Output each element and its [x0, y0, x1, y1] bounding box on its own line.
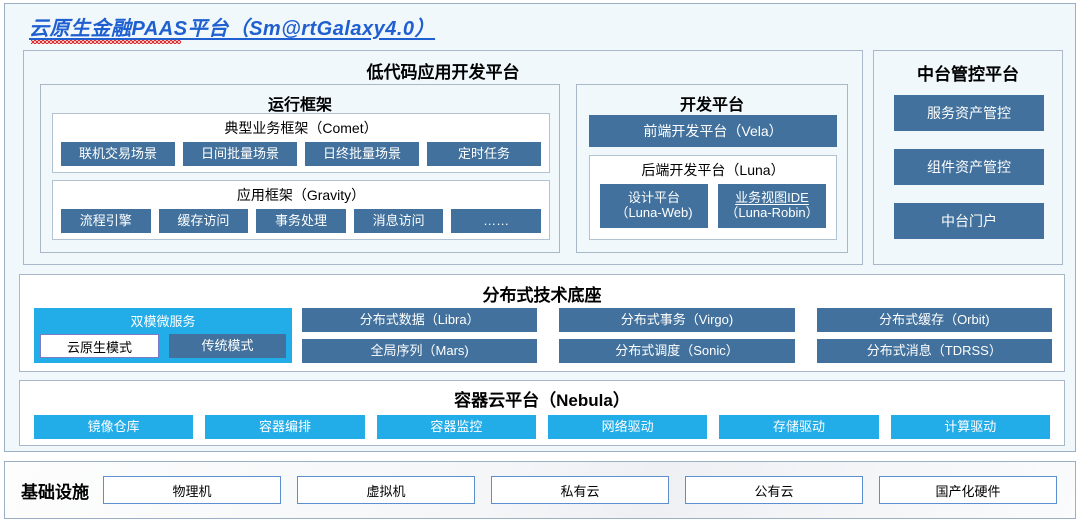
- tech-chip-sonic[interactable]: 分布式调度（Sonic）: [559, 339, 795, 363]
- gravity-chip-row: 流程引擎 缓存访问 事务处理 消息访问 ……: [61, 209, 541, 233]
- runtime-framework-section: 运行框架 典型业务框架（Comet） 联机交易场景 日间批量场景 日终批量场景 …: [40, 84, 560, 253]
- luna-robin-chip[interactable]: 业务视图IDE （Luna-Robin）: [718, 184, 826, 228]
- luna-robin-line1: 业务视图IDE: [735, 190, 809, 206]
- gravity-chip[interactable]: 流程引擎: [61, 209, 151, 233]
- runtime-framework-title: 运行框架: [267, 97, 332, 114]
- tech-chip-orbit[interactable]: 分布式缓存（Orbit): [816, 308, 1052, 332]
- mgmt-chip-component-asset[interactable]: 组件资产管控: [894, 149, 1044, 185]
- backend-platform-title: 后端开发平台（Luna）: [641, 162, 785, 178]
- tech-chip-virgo[interactable]: 分布式事务（Virgo): [559, 308, 795, 332]
- tech-chip-mars[interactable]: 全局序列（Mars): [302, 339, 538, 363]
- container-chip-network-driver[interactable]: 网络驱动: [547, 415, 708, 439]
- container-cloud-title: 容器云平台（Nebula）: [454, 391, 630, 410]
- cloud-native-mode-chip[interactable]: 云原生模式: [40, 334, 159, 358]
- infra-item-private-cloud[interactable]: 私有云: [491, 476, 669, 504]
- infra-item-public-cloud[interactable]: 公有云: [685, 476, 863, 504]
- gravity-chip[interactable]: 消息访问: [353, 209, 444, 233]
- comet-chip-row: 联机交易场景 日间批量场景 日终批量场景 定时任务: [61, 142, 541, 166]
- lowcode-platform-title: 低代码应用开发平台: [366, 63, 520, 82]
- gravity-framework-title: 应用框架（Gravity）: [236, 187, 366, 203]
- luna-web-line2: （Luna-Web): [615, 205, 693, 220]
- comet-framework-title: 典型业务框架（Comet）: [224, 120, 378, 136]
- infra-item-physical-machine[interactable]: 物理机: [103, 476, 281, 504]
- container-chip-row: 镜像仓库 容器编排 容器监控 网络驱动 存储驱动 计算驱动: [34, 415, 1050, 439]
- container-chip-storage-driver[interactable]: 存储驱动: [719, 415, 879, 439]
- infra-item-virtual-machine[interactable]: 虚拟机: [297, 476, 475, 504]
- infra-item-domestic-hardware[interactable]: 国产化硬件: [879, 476, 1057, 504]
- container-chip-compute-driver[interactable]: 计算驱动: [890, 415, 1050, 439]
- frontend-platform-chip[interactable]: 前端开发平台（Vela）: [589, 115, 837, 147]
- luna-robin-line2: （Luna-Robin）: [725, 205, 819, 220]
- container-chip-orchestration[interactable]: 容器编排: [205, 415, 365, 439]
- distributed-tech-grid: 分布式数据（Libra） 分布式事务（Virgo) 分布式缓存（Orbit) 全…: [302, 308, 1052, 363]
- development-platform-title: 开发平台: [679, 97, 744, 114]
- distributed-tech-title: 分布式技术底座: [482, 286, 602, 305]
- comet-chip[interactable]: 日间批量场景: [183, 142, 297, 166]
- comet-chip[interactable]: 日终批量场景: [305, 142, 419, 166]
- dual-mode-microservice-block: 双模微服务 云原生模式 传统模式: [34, 308, 292, 363]
- gravity-chip-more[interactable]: ……: [451, 209, 541, 233]
- container-cloud-section: 容器云平台（Nebula） 镜像仓库 容器编排 容器监控 网络驱动 存储驱动 计…: [19, 380, 1065, 446]
- backend-platform-box: 后端开发平台（Luna） 设计平台 （Luna-Web) 业务视图IDE （Lu…: [589, 155, 837, 240]
- gravity-chip[interactable]: 事务处理: [256, 209, 346, 233]
- backend-chip-row: 设计平台 （Luna-Web) 业务视图IDE （Luna-Robin）: [600, 184, 826, 228]
- mgmt-platform-title: 中台管控平台: [917, 65, 1019, 84]
- tech-chip-libra[interactable]: 分布式数据（Libra）: [302, 308, 538, 332]
- dual-mode-chip-row: 云原生模式 传统模式: [40, 334, 286, 358]
- gravity-chip[interactable]: 缓存访问: [158, 209, 249, 233]
- comet-chip[interactable]: 联机交易场景: [61, 142, 175, 166]
- dual-mode-title: 双模微服务: [130, 314, 196, 329]
- lowcode-platform-section: 低代码应用开发平台 运行框架 典型业务框架（Comet） 联机交易场景 日间批量…: [23, 50, 863, 265]
- infrastructure-item-row: 物理机 虚拟机 私有云 公有云 国产化硬件: [103, 476, 1057, 504]
- container-chip-monitoring[interactable]: 容器监控: [376, 415, 536, 439]
- spellcheck-squiggle-icon: [31, 40, 181, 44]
- mgmt-chip-portal[interactable]: 中台门户: [894, 203, 1044, 239]
- tech-chip-tdrss[interactable]: 分布式消息（TDRSS）: [816, 339, 1052, 363]
- comet-framework-box: 典型业务框架（Comet） 联机交易场景 日间批量场景 日终批量场景 定时任务: [52, 113, 550, 173]
- luna-web-line1: 设计平台: [627, 190, 680, 206]
- gravity-framework-box: 应用框架（Gravity） 流程引擎 缓存访问 事务处理 消息访问 ……: [52, 180, 550, 240]
- infrastructure-label: 基础设施: [21, 482, 89, 502]
- distributed-tech-section: 分布式技术底座 双模微服务 云原生模式 传统模式 分布式数据（Libra） 分布…: [19, 274, 1065, 372]
- container-chip-image-repo[interactable]: 镜像仓库: [34, 415, 194, 439]
- page-title: 云原生金融PAAS平台（Sm@rtGalaxy4.0）: [29, 18, 436, 40]
- infrastructure-section: 基础设施 物理机 虚拟机 私有云 公有云 国产化硬件: [4, 461, 1076, 519]
- mgmt-platform-section: 中台管控平台 服务资产管控 组件资产管控 中台门户: [873, 50, 1063, 265]
- comet-chip[interactable]: 定时任务: [427, 142, 541, 166]
- platform-panel: 云原生金融PAAS平台（Sm@rtGalaxy4.0） 低代码应用开发平台 运行…: [4, 3, 1076, 452]
- luna-web-chip[interactable]: 设计平台 （Luna-Web): [600, 184, 708, 228]
- mgmt-chip-service-asset[interactable]: 服务资产管控: [894, 95, 1044, 131]
- development-platform-section: 开发平台 前端开发平台（Vela） 后端开发平台（Luna） 设计平台 （Lun…: [576, 84, 848, 253]
- traditional-mode-chip[interactable]: 传统模式: [169, 334, 286, 358]
